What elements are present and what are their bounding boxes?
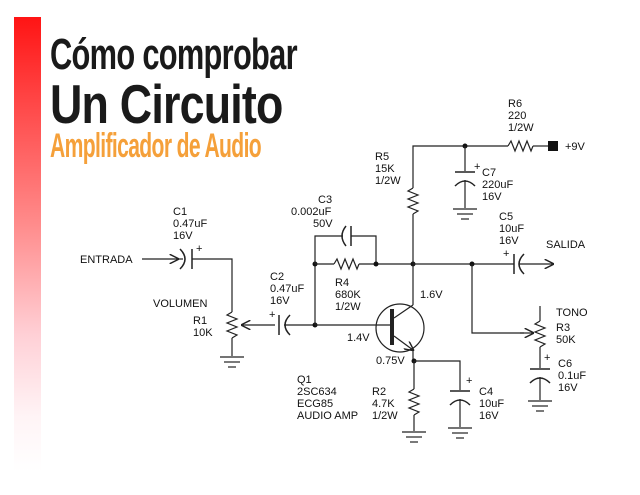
c1-ref: C1 — [173, 206, 187, 218]
r5-value: 15K — [375, 163, 395, 175]
subtitle: Amplificador de Audio — [50, 127, 262, 165]
r4-rating: 1/2W — [335, 301, 361, 313]
q1-part1: 2SC634 — [297, 386, 337, 398]
c3-ref: C3 — [318, 194, 332, 206]
capacitor-c4: + — [449, 375, 472, 406]
c4-value: 10uF — [479, 398, 504, 410]
plus-sign: + — [474, 161, 480, 173]
wire — [314, 235, 343, 264]
ground-icon — [220, 356, 244, 368]
r5-rating: 1/2W — [375, 175, 401, 187]
transistor-q1 — [375, 303, 425, 353]
c1-rating: 16V — [173, 230, 193, 242]
c1-value: 0.47uF — [173, 218, 208, 230]
capacitor-c3 — [341, 225, 352, 247]
r3-value: 50K — [556, 334, 576, 346]
wire — [471, 264, 524, 334]
q1-desc: AUDIO AMP — [297, 410, 358, 422]
r3-ref: R3 — [556, 322, 570, 334]
ground-icon — [448, 427, 472, 439]
r2-ref: R2 — [372, 386, 386, 398]
resistor-r5 — [406, 187, 420, 215]
r6-value: 220 — [508, 110, 526, 122]
c6-ref: C6 — [558, 358, 572, 370]
c6-rating: 16V — [558, 382, 578, 394]
r4-value: 680K — [335, 289, 361, 301]
red-accent-bar — [14, 17, 41, 472]
c3-value: 0.002uF — [291, 206, 332, 218]
r2-value: 4.7K — [372, 398, 395, 410]
plus-sign: + — [196, 243, 202, 255]
junction-dot — [373, 261, 379, 267]
emitter-voltage: 0.75V — [376, 355, 405, 367]
c3-rating: 50V — [313, 218, 333, 230]
capacitor-c1: + — [179, 243, 202, 270]
plus-sign: + — [269, 309, 275, 321]
q1-part2: ECG85 — [297, 398, 333, 410]
capacitor-c7: + — [454, 161, 480, 187]
supply-label: +9V — [565, 141, 586, 153]
capacitor-c2: + — [269, 309, 291, 336]
collector-voltage: 1.6V — [420, 289, 443, 301]
plus-sign: + — [503, 248, 509, 260]
c5-rating: 16V — [499, 235, 519, 247]
q1-ref: Q1 — [297, 374, 312, 386]
c7-ref: C7 — [482, 167, 496, 179]
base-voltage: 1.4V — [347, 332, 370, 344]
wire — [351, 235, 377, 264]
wire — [414, 360, 461, 390]
c7-value: 220uF — [482, 179, 513, 191]
r1-value: 10K — [193, 327, 213, 339]
resistor-r4 — [333, 257, 360, 271]
r6-rating: 1/2W — [508, 122, 534, 134]
input-label: ENTRADA — [80, 254, 133, 266]
volume-label: VOLUMEN — [153, 298, 207, 310]
c5-ref: C5 — [499, 211, 513, 223]
r1-ref: R1 — [193, 315, 207, 327]
c2-ref: C2 — [270, 271, 284, 283]
supply-terminal — [548, 141, 558, 151]
resistor-r1 — [225, 311, 239, 339]
c5-value: 10uF — [499, 223, 524, 235]
c4-rating: 16V — [479, 410, 499, 422]
resistor-r6 — [507, 139, 534, 153]
tone-label: TONO — [556, 307, 588, 319]
ground-icon — [453, 208, 477, 220]
r5-ref: R5 — [375, 151, 389, 163]
wire — [412, 145, 508, 188]
plus-sign: + — [466, 375, 472, 387]
resistor-r2 — [407, 388, 421, 416]
title-line-2: Un Circuito — [50, 72, 283, 135]
capacitor-c5: + — [503, 248, 525, 275]
r6-ref: R6 — [508, 98, 522, 110]
ground-icon — [402, 431, 426, 443]
c2-value: 0.47uF — [270, 283, 305, 295]
c2-rating: 16V — [270, 295, 290, 307]
wire — [192, 258, 233, 312]
plus-sign: + — [544, 352, 550, 364]
c6-value: 0.1uF — [558, 370, 586, 382]
c7-rating: 16V — [482, 191, 502, 203]
resistor-r3 — [533, 320, 547, 348]
output-label: SALIDA — [546, 239, 586, 251]
r2-rating: 1/2W — [372, 410, 398, 422]
ground-icon — [528, 400, 552, 412]
r4-ref: R4 — [335, 277, 349, 289]
title-line-1: Cómo comprobar — [50, 30, 298, 79]
c4-ref: C4 — [479, 386, 493, 398]
